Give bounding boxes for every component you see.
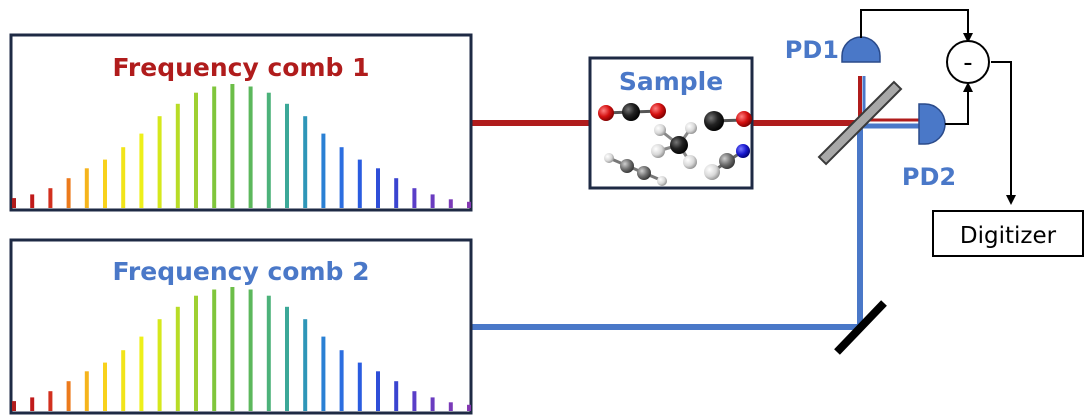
signal-wiring <box>860 9 1016 205</box>
comb1-tooth <box>12 198 16 208</box>
comb1-tooth <box>321 133 326 208</box>
sample-label: Sample <box>619 67 723 96</box>
comb1-tooth <box>157 116 162 208</box>
comb2-tooth <box>84 371 89 411</box>
comb2-tooth <box>357 362 362 411</box>
co-molecule-icon <box>704 111 752 131</box>
comb1-tooth <box>467 201 471 208</box>
comb2-title: Frequency comb 2 <box>112 257 369 286</box>
comb1-tooth <box>103 159 107 208</box>
comb1-tooth <box>248 86 253 208</box>
comb2-tooth <box>394 381 399 411</box>
comb1-tooth <box>230 84 235 208</box>
comb2-tooth <box>339 350 344 411</box>
digitizer-label: Digitizer <box>960 223 1057 249</box>
comb1-teeth <box>12 84 471 208</box>
photodetector-pd2: PD2 <box>902 103 956 191</box>
comb2-tooth <box>66 381 71 411</box>
comb1-tooth <box>339 147 344 208</box>
comb1-tooth <box>139 133 144 208</box>
comb1-tooth <box>266 92 271 208</box>
comb1-tooth <box>194 92 198 208</box>
comb2-tooth <box>175 306 180 411</box>
comb1-tooth <box>66 178 71 208</box>
comb2-tooth <box>12 401 16 411</box>
comb1-tooth <box>212 86 217 208</box>
comb2-tooth <box>194 295 198 411</box>
wire-pd1-to-subtractor <box>860 9 973 43</box>
co2-molecule-icon <box>598 103 666 121</box>
comb2-tooth <box>430 397 435 411</box>
comb1-tooth <box>412 188 417 208</box>
comb1-tooth <box>303 116 308 208</box>
frequency-comb-1-panel: Frequency comb 1 <box>9 33 473 212</box>
comb1-tooth <box>285 103 289 208</box>
beam-paths <box>472 76 920 330</box>
comb2-tooth <box>139 336 144 411</box>
comb1-tooth <box>121 147 126 208</box>
frequency-comb-2-panel: Frequency comb 2 <box>9 238 473 415</box>
comb1-tooth <box>175 103 180 208</box>
pd1-label: PD1 <box>785 36 839 64</box>
beam-splitter <box>817 80 903 166</box>
comb1-tooth <box>448 199 453 208</box>
comb1-tooth <box>376 168 380 208</box>
acetylene-molecule-icon <box>604 153 667 186</box>
comb2-teeth <box>12 287 471 411</box>
comb1-tooth <box>357 159 362 208</box>
comb2-tooth <box>157 319 162 411</box>
comb1-title: Frequency comb 1 <box>112 53 369 82</box>
wire-pd2-to-subtractor <box>945 82 973 125</box>
comb1-tooth <box>30 194 35 208</box>
comb2-tooth <box>467 404 471 411</box>
pd2-label: PD2 <box>902 163 956 191</box>
comb2-tooth <box>230 287 235 411</box>
comb2-tooth <box>321 336 326 411</box>
comb1-tooth <box>394 178 399 208</box>
pd2-icon <box>918 103 946 145</box>
wire-subtractor-to-digitizer <box>991 61 1016 205</box>
fold-mirror <box>834 300 887 355</box>
subtractor-symbol: - <box>963 48 972 78</box>
subtractor-circle <box>946 40 990 84</box>
comb2-tooth <box>30 397 35 411</box>
comb2-tooth <box>412 391 417 411</box>
methane-molecule-icon <box>651 122 697 169</box>
comb2-tooth <box>48 391 53 411</box>
comb2-tooth <box>212 289 217 411</box>
subtractor: - <box>946 40 990 84</box>
hcn-molecule-icon <box>704 144 750 180</box>
sample-cell: Sample <box>588 56 754 190</box>
comb2-tooth <box>121 350 126 411</box>
digitizer-box <box>932 210 1084 257</box>
pd1-icon <box>841 36 881 63</box>
comb2-tooth <box>285 306 289 411</box>
photodetector-pd1: PD1 <box>785 36 881 64</box>
comb2-tooth <box>103 362 107 411</box>
comb2-tooth <box>448 402 453 411</box>
comb2-tooth <box>266 295 271 411</box>
comb1-tooth <box>48 188 53 208</box>
comb1-tooth <box>430 194 435 208</box>
beam-splitter-plate <box>817 80 903 166</box>
comb2-tooth <box>248 289 253 411</box>
comb1-tooth <box>84 168 89 208</box>
comb2-tooth <box>376 371 380 411</box>
comb2-tooth <box>303 319 308 411</box>
digitizer: Digitizer <box>932 210 1084 257</box>
